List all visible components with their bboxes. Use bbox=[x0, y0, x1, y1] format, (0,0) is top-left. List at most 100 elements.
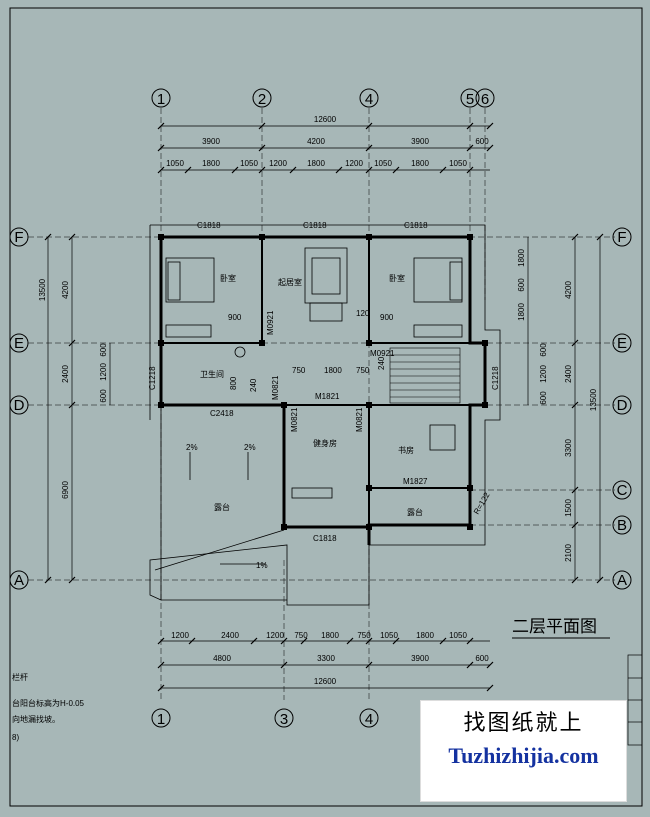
dim-bottom-opening: 1200 bbox=[266, 631, 284, 640]
note-line: 向地漏找坡。 bbox=[12, 714, 60, 724]
window-label: C1218 bbox=[491, 366, 500, 390]
axis-top-1: 1 bbox=[157, 91, 165, 108]
watermark-box: 找图纸就上 Tuzhizhijia.com bbox=[420, 700, 627, 802]
note-line: 台阳台标高为H-0.05 bbox=[12, 698, 85, 708]
dim-top-bay: 3900 bbox=[202, 137, 220, 146]
room-bedroom-left: 卧室 bbox=[220, 273, 236, 283]
dim-right-inner: 1800 bbox=[517, 303, 526, 321]
axis-left-4: A bbox=[14, 572, 24, 589]
dim-right-inner: 1200 bbox=[539, 365, 548, 383]
dim-bottom-bay: 3900 bbox=[411, 654, 429, 663]
axis-right-1: F bbox=[617, 229, 626, 246]
left-dimensions: 13500 4200 2400 6900 600 1200 600 bbox=[38, 278, 108, 499]
axis-bubbles bbox=[9, 88, 632, 728]
axis-right-3: D bbox=[617, 397, 628, 414]
roof-outline bbox=[149, 224, 501, 606]
dim-right-inner: 600 bbox=[539, 343, 548, 357]
dim-left-inner: 600 bbox=[99, 389, 108, 403]
axis-top-2: 2 bbox=[258, 91, 266, 108]
door-label: M0821 bbox=[355, 407, 364, 432]
room-terrace-left: 露台 bbox=[214, 502, 230, 512]
slope-label: 2% bbox=[186, 443, 198, 452]
window-label: C1818 bbox=[404, 221, 428, 230]
right-dimensions: 1800 600 1800 600 1200 600 4200 2400 330… bbox=[517, 249, 598, 562]
dim-right-total: 13500 bbox=[589, 388, 598, 411]
dim-top-opening: 1800 bbox=[307, 159, 325, 168]
axis-right-2: E bbox=[617, 335, 627, 352]
window-label: C1218 bbox=[148, 366, 157, 390]
dim-note: 750 bbox=[292, 366, 306, 375]
axis-right-5: B bbox=[617, 517, 627, 534]
dim-bottom-opening: 1200 bbox=[171, 631, 189, 640]
dim-top-opening: 1050 bbox=[374, 159, 392, 168]
dim-left-inner: 1200 bbox=[99, 363, 108, 381]
window-label: C2418 bbox=[210, 409, 234, 418]
dimension-lines bbox=[47, 125, 601, 689]
axis-left-2: E bbox=[14, 335, 24, 352]
dim-right-outer: 2400 bbox=[564, 365, 573, 383]
dim-bottom-bay: 600 bbox=[475, 654, 489, 663]
dimension-ticks bbox=[44, 122, 604, 692]
slope-arrows bbox=[189, 452, 266, 565]
window-label: C1818 bbox=[313, 534, 337, 543]
dim-bottom-opening: 1050 bbox=[380, 631, 398, 640]
door-label: M0821 bbox=[271, 375, 280, 400]
dim-top-opening: 1200 bbox=[345, 159, 363, 168]
dim-bottom-opening: 750 bbox=[294, 631, 308, 640]
note-line: 8) bbox=[12, 733, 19, 742]
window-label: C1818 bbox=[303, 221, 327, 230]
room-toilet: 卫生间 bbox=[200, 369, 224, 379]
dim-right-inner: 600 bbox=[517, 278, 526, 292]
dim-bottom-total: 12600 bbox=[314, 677, 337, 686]
axis-right-4: C bbox=[617, 482, 628, 499]
dim-bottom-opening: 1800 bbox=[416, 631, 434, 640]
dim-right-inner: 1800 bbox=[517, 249, 526, 267]
dim-right-inner: 600 bbox=[539, 391, 548, 405]
dim-note: 120 bbox=[356, 309, 370, 318]
drawing-title: 二层平面图 bbox=[512, 617, 597, 636]
exterior-walls bbox=[159, 235, 487, 545]
radius-label: R=122 bbox=[472, 490, 492, 516]
dim-left-outer: 2400 bbox=[61, 365, 70, 383]
axis-left-1: F bbox=[14, 229, 23, 246]
dim-top-bay: 3900 bbox=[411, 137, 429, 146]
dim-bottom-opening: 750 bbox=[357, 631, 371, 640]
axis-top-5: 6 bbox=[481, 91, 489, 108]
dim-bottom-bay: 3300 bbox=[317, 654, 335, 663]
axis-left-3: D bbox=[14, 397, 25, 414]
dim-top-opening: 1800 bbox=[202, 159, 220, 168]
axis-bottom-2: 3 bbox=[280, 711, 288, 728]
door-label: M0821 bbox=[290, 407, 299, 432]
door-label: M1821 bbox=[315, 392, 340, 401]
dim-note: 900 bbox=[380, 313, 394, 322]
axis-right-6: A bbox=[617, 572, 627, 589]
dim-left-outer: 4200 bbox=[61, 281, 70, 299]
dim-right-outer: 1500 bbox=[564, 499, 573, 517]
dim-top-opening: 1800 bbox=[411, 159, 429, 168]
dim-note: 1800 bbox=[324, 366, 342, 375]
room-bedroom-right: 卧室 bbox=[389, 273, 405, 283]
dim-note: 240 bbox=[249, 378, 258, 392]
door-label: M0921 bbox=[266, 310, 275, 335]
axis-top-3: 4 bbox=[365, 91, 373, 108]
room-terrace-right: 露台 bbox=[407, 507, 423, 517]
dim-top-total: 12600 bbox=[314, 115, 337, 124]
dim-note: 800 bbox=[229, 376, 238, 390]
opening-labels: C1818 C1818 C1818 C1818 C1218 C1218 C241… bbox=[148, 221, 500, 570]
axis-bottom-3: 4 bbox=[365, 711, 373, 728]
dim-left-total: 13500 bbox=[38, 278, 47, 301]
watermark-text: 找图纸就上 bbox=[463, 711, 584, 736]
notes: 栏杆 台阳台标高为H-0.05 向地漏找坡。 8) bbox=[12, 672, 85, 742]
top-dimensions: 12600 3900 4200 3900 600 1050 1800 1050 … bbox=[166, 115, 489, 168]
dim-top-bay: 600 bbox=[475, 137, 489, 146]
interior-walls bbox=[161, 237, 470, 525]
axis-bottom-1: 1 bbox=[157, 711, 165, 728]
door-label: M0921 bbox=[370, 349, 395, 358]
watermark-link[interactable]: Tuzhizhijia.com bbox=[448, 743, 599, 768]
dim-bottom-opening: 1800 bbox=[321, 631, 339, 640]
slope-label: 2% bbox=[244, 443, 256, 452]
dim-note: 750 bbox=[356, 366, 370, 375]
dim-note: 240 bbox=[377, 356, 386, 370]
staircase bbox=[389, 347, 461, 404]
drawing-frame bbox=[9, 7, 643, 807]
